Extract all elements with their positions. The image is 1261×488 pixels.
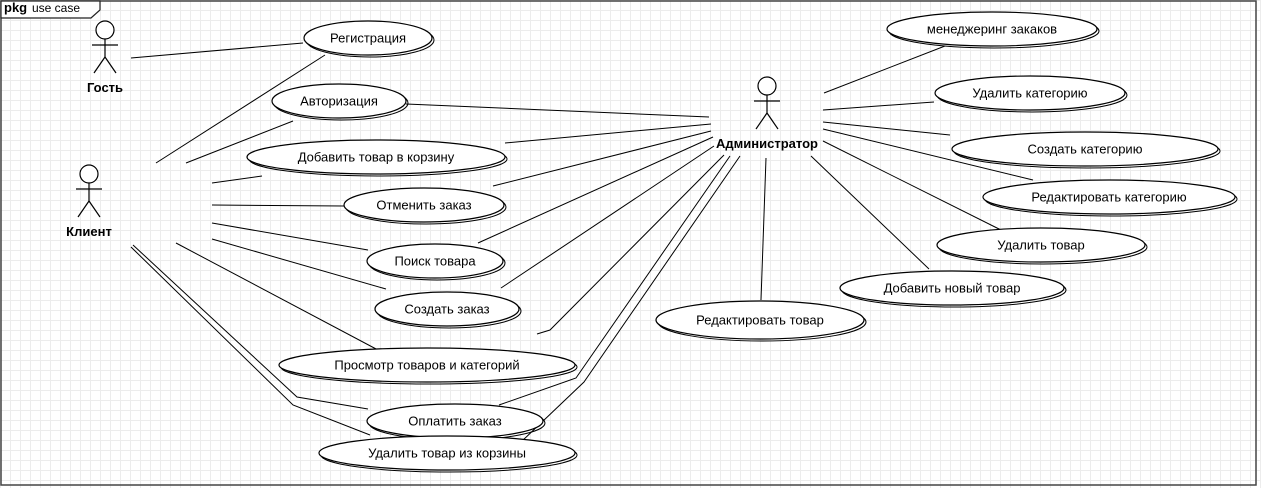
assoc-client-registration — [155, 54, 326, 164]
associations — [130, 42, 1034, 443]
use-case-label: Создать категорию — [1028, 142, 1143, 157]
actor-admin[interactable]: Администратор — [716, 76, 818, 151]
use-case-label: Удалить товар — [997, 238, 1085, 253]
assoc-client-pay — [132, 244, 369, 410]
assoc-admin-browse — [536, 154, 725, 335]
use-case-create-order[interactable]: Создать заказ — [374, 291, 522, 329]
assoc-admin-delete-item — [822, 140, 1002, 231]
assoc-admin-manage-orders — [823, 45, 946, 94]
use-case-search-item[interactable]: Поиск товара — [366, 243, 506, 281]
use-case-label: Добавить новый товар — [884, 281, 1021, 296]
package-keyword: pkg — [4, 0, 27, 15]
package-name: use case — [32, 1, 80, 15]
use-case-browse-catalog[interactable]: Просмотр товаров и категорий — [278, 347, 578, 385]
use-case-label: Регистрация — [330, 31, 406, 46]
use-case-add-item[interactable]: Добавить новый товар — [839, 270, 1067, 308]
assoc-admin-add-item — [810, 155, 930, 270]
client-stick-figure-icon — [76, 164, 102, 218]
assoc-admin-pay — [498, 155, 731, 406]
assoc-client-create-order — [211, 238, 387, 290]
use-case-label: Создать заказ — [404, 302, 489, 317]
actor-guest[interactable]: Гость — [87, 20, 123, 95]
use-case-delete-category[interactable]: Удалить категорию — [934, 75, 1128, 113]
use-case-label: Удалить категорию — [972, 86, 1087, 101]
assoc-admin-authorization — [405, 103, 710, 118]
actor-client[interactable]: Клиент — [66, 164, 112, 239]
use-case-delete-item[interactable]: Удалить товар — [936, 227, 1148, 265]
use-case-label: менеджеринг закаков — [927, 22, 1057, 37]
assoc-admin-create-order — [500, 145, 715, 289]
actor-label: Клиент — [66, 224, 112, 239]
use-case-label: Редактировать категорию — [1031, 190, 1187, 205]
package-tab — [0, 0, 101, 19]
assoc-admin-edit-item — [760, 157, 767, 301]
use-case-create-category[interactable]: Создать категорию — [951, 131, 1221, 169]
use-case-edit-category[interactable]: Редактировать категорию — [982, 179, 1238, 217]
use-case-pay-order[interactable]: Оплатить заказ — [366, 403, 546, 441]
use-case-registration[interactable]: Регистрация — [303, 20, 435, 58]
use-case-label: Поиск товара — [394, 254, 476, 269]
assoc-admin-delete-category — [822, 101, 935, 111]
use-case-label: Редактировать товар — [696, 313, 824, 328]
assoc-client-add-to-cart — [211, 175, 263, 184]
actor-label: Гость — [87, 80, 123, 95]
use-case-label: Оплатить заказ — [408, 414, 501, 429]
assoc-admin-cancel-order — [492, 130, 712, 187]
assoc-client-browse — [175, 242, 379, 351]
assoc-guest-registration — [130, 42, 304, 59]
use-case-label: Добавить товар в корзину — [298, 150, 455, 165]
assoc-admin-create-category — [822, 121, 951, 136]
use-case-label: Удалить товар из корзины — [368, 446, 526, 461]
assoc-client-cancel-order — [211, 204, 345, 207]
use-case-manage-orders[interactable]: менеджеринг закаков — [886, 11, 1100, 49]
use-case-label: Просмотр товаров и категорий — [334, 358, 519, 373]
admin-stick-figure-icon — [754, 76, 780, 130]
use-case-edit-item[interactable]: Редактировать товар — [655, 300, 867, 342]
assoc-admin-search — [477, 136, 714, 244]
actor-label: Администратор — [716, 136, 818, 151]
assoc-client-remove-from-cart — [130, 246, 371, 436]
use-case-add-to-cart[interactable]: Добавить товар в корзину — [246, 139, 508, 177]
use-case-label: Отменить заказ — [376, 198, 471, 213]
use-case-authorization[interactable]: Авторизация — [271, 83, 409, 121]
guest-stick-figure-icon — [92, 20, 118, 74]
assoc-client-search — [211, 222, 369, 251]
use-case-cancel-order[interactable]: Отменить заказ — [343, 187, 507, 225]
use-case-remove-from-cart[interactable]: Удалить товар из корзины — [318, 435, 578, 473]
assoc-client-authorization — [185, 120, 294, 164]
assoc-admin-add-to-cart — [504, 123, 712, 144]
assoc-admin-edit-category — [822, 128, 1034, 181]
use-case-label: Авторизация — [300, 94, 378, 109]
